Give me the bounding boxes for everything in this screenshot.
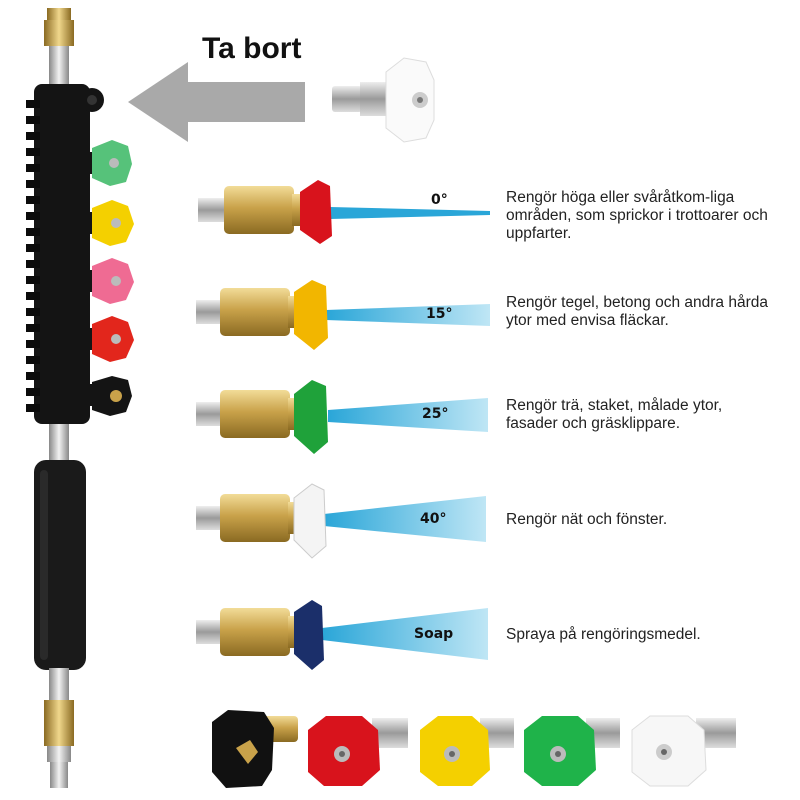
description-40: Rengör nät och fönster. — [506, 511, 668, 528]
remove-label: Ta bort — [202, 32, 302, 65]
arrow-left-icon — [128, 62, 305, 142]
angle-label-25: 25° — [422, 406, 449, 422]
nozzle-row-40 — [196, 483, 486, 559]
nozzle-red-bottom-icon — [308, 716, 408, 786]
description-0: Rengör höga eller svåråtkom-liga områden… — [506, 189, 768, 242]
nozzle-row-15 — [196, 280, 490, 350]
description-soap: Spraya på rengöringsmedel. — [506, 626, 701, 643]
nozzle-white-bottom-icon — [631, 715, 736, 787]
bottom-nozzle-row — [212, 710, 736, 788]
angle-label-0: 0° — [431, 192, 448, 208]
angle-label-15: 15° — [426, 306, 453, 322]
soap-nozzle-black-icon — [212, 710, 298, 788]
angle-label-40: 40° — [420, 511, 447, 527]
description-15: Rengör tegel, betong och andra hårda yto… — [506, 294, 768, 329]
pressure-washer-wand-icon — [26, 8, 134, 788]
nozzle-green-bottom-icon — [524, 716, 620, 786]
nozzle-yellow-bottom-icon — [420, 716, 514, 786]
nozzle-row-soap — [196, 600, 488, 670]
description-25: Rengör trä, staket, målade ytor, fasader… — [506, 397, 723, 432]
removed-nozzle-icon — [332, 57, 435, 143]
angle-label-soap: Soap — [414, 626, 454, 642]
nozzle-row-0 — [198, 180, 490, 244]
nozzle-row-25 — [196, 380, 488, 454]
